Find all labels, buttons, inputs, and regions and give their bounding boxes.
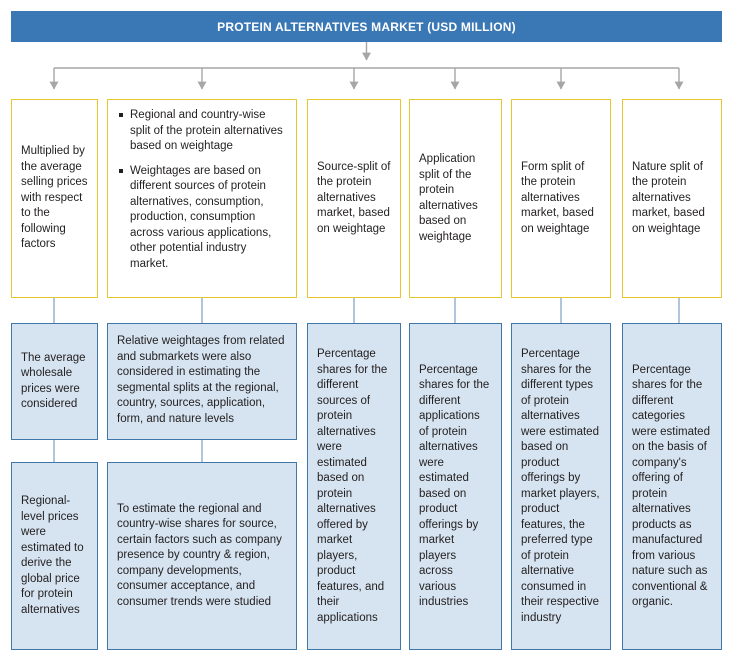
row3-box-price: Regional-level prices were estimated to …	[11, 462, 98, 650]
row2-box-source: Percentage shares for the different sour…	[307, 323, 401, 650]
row1-box-source: Source-split of the protein alternatives…	[307, 99, 401, 298]
row2-nature-text: Percentage shares for the different cate…	[632, 363, 710, 609]
row3-price-text: Regional-level prices were estimated to …	[21, 495, 84, 616]
row2-box-price: The average wholesale prices were consid…	[11, 323, 98, 440]
row2-form-text: Percentage shares for the different type…	[521, 348, 600, 624]
row2-box-form: Percentage shares for the different type…	[511, 323, 611, 650]
row1-regional-bullet-1: Regional and country-wise split of the p…	[119, 108, 287, 155]
row1-box-nature: Nature split of the protein alternatives…	[622, 99, 722, 298]
row1-regional-bullet-list: Regional and country-wise split of the p…	[117, 108, 287, 272]
row1-nature-text: Nature split of the protein alternatives…	[632, 160, 705, 235]
row2-price-text: The average wholesale prices were consid…	[21, 351, 86, 411]
row1-source-text: Source-split of the protein alternatives…	[317, 160, 391, 235]
row1-box-form: Form split of the protein alternatives m…	[511, 99, 611, 298]
row1-price-text: Multiplied by the average selling prices…	[21, 145, 88, 251]
row2-source-text: Percentage shares for the different sour…	[317, 348, 388, 624]
row2-box-nature: Percentage shares for the different cate…	[622, 323, 722, 650]
row2-box-regional: Relative weightages from related and sub…	[107, 323, 297, 440]
diagram-title-banner: PROTEIN ALTERNATIVES MARKET (USD MILLION…	[11, 11, 722, 42]
row1-box-regional: Regional and country-wise split of the p…	[107, 99, 297, 298]
row1-application-text: Application split of the protein alterna…	[419, 153, 478, 243]
row3-regional-text: To estimate the regional and country-wis…	[117, 502, 282, 608]
row1-regional-bullet-2: Weightages are based on different source…	[119, 164, 287, 273]
row2-box-application: Percentage shares for the different appl…	[409, 323, 502, 650]
row3-box-regional: To estimate the regional and country-wis…	[107, 462, 297, 650]
row2-regional-text: Relative weightages from related and sub…	[117, 335, 285, 425]
row1-box-price: Multiplied by the average selling prices…	[11, 99, 98, 298]
row1-box-application: Application split of the protein alterna…	[409, 99, 502, 298]
row1-form-text: Form split of the protein alternatives m…	[521, 160, 594, 235]
row2-application-text: Percentage shares for the different appl…	[419, 363, 490, 609]
